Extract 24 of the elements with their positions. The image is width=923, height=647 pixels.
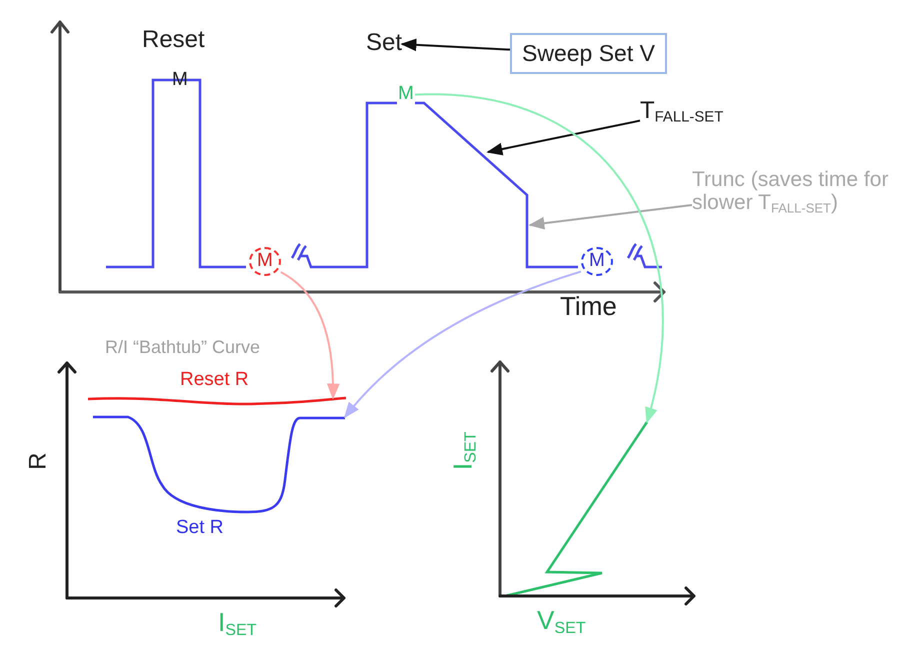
arrow (400, 38, 510, 52)
measure-marker: M (249, 247, 281, 276)
arrow (280, 271, 340, 400)
curve-label: Set R (176, 518, 224, 539)
arrow (414, 94, 664, 424)
arrow (486, 120, 640, 156)
arrow (528, 204, 692, 230)
resistance-curve (93, 416, 345, 514)
resistance-curve (88, 396, 346, 406)
arrow (344, 270, 582, 418)
axis-label: V$_{SET}$ (537, 606, 586, 638)
curve-label: Reset R (180, 370, 249, 391)
axis-label: I$_{SET}$ (218, 608, 257, 640)
callout-text: T$_{FALL-SET}$ (640, 98, 724, 126)
pulse-label: Reset (142, 27, 205, 54)
axis-label: R (25, 452, 52, 470)
measure-marker: M (397, 84, 415, 105)
callout-text: Trunc (saves time for slower T$_{FALL-SET}$) (692, 168, 904, 216)
plot-title: R/I “Bathtub” Curve (105, 338, 260, 358)
pulse-label: Set (366, 30, 402, 56)
callout-box: Sweep Set V (510, 33, 667, 74)
axis-label: Time (560, 292, 617, 321)
measure-marker: M (581, 247, 613, 276)
iv-curve (504, 421, 648, 598)
